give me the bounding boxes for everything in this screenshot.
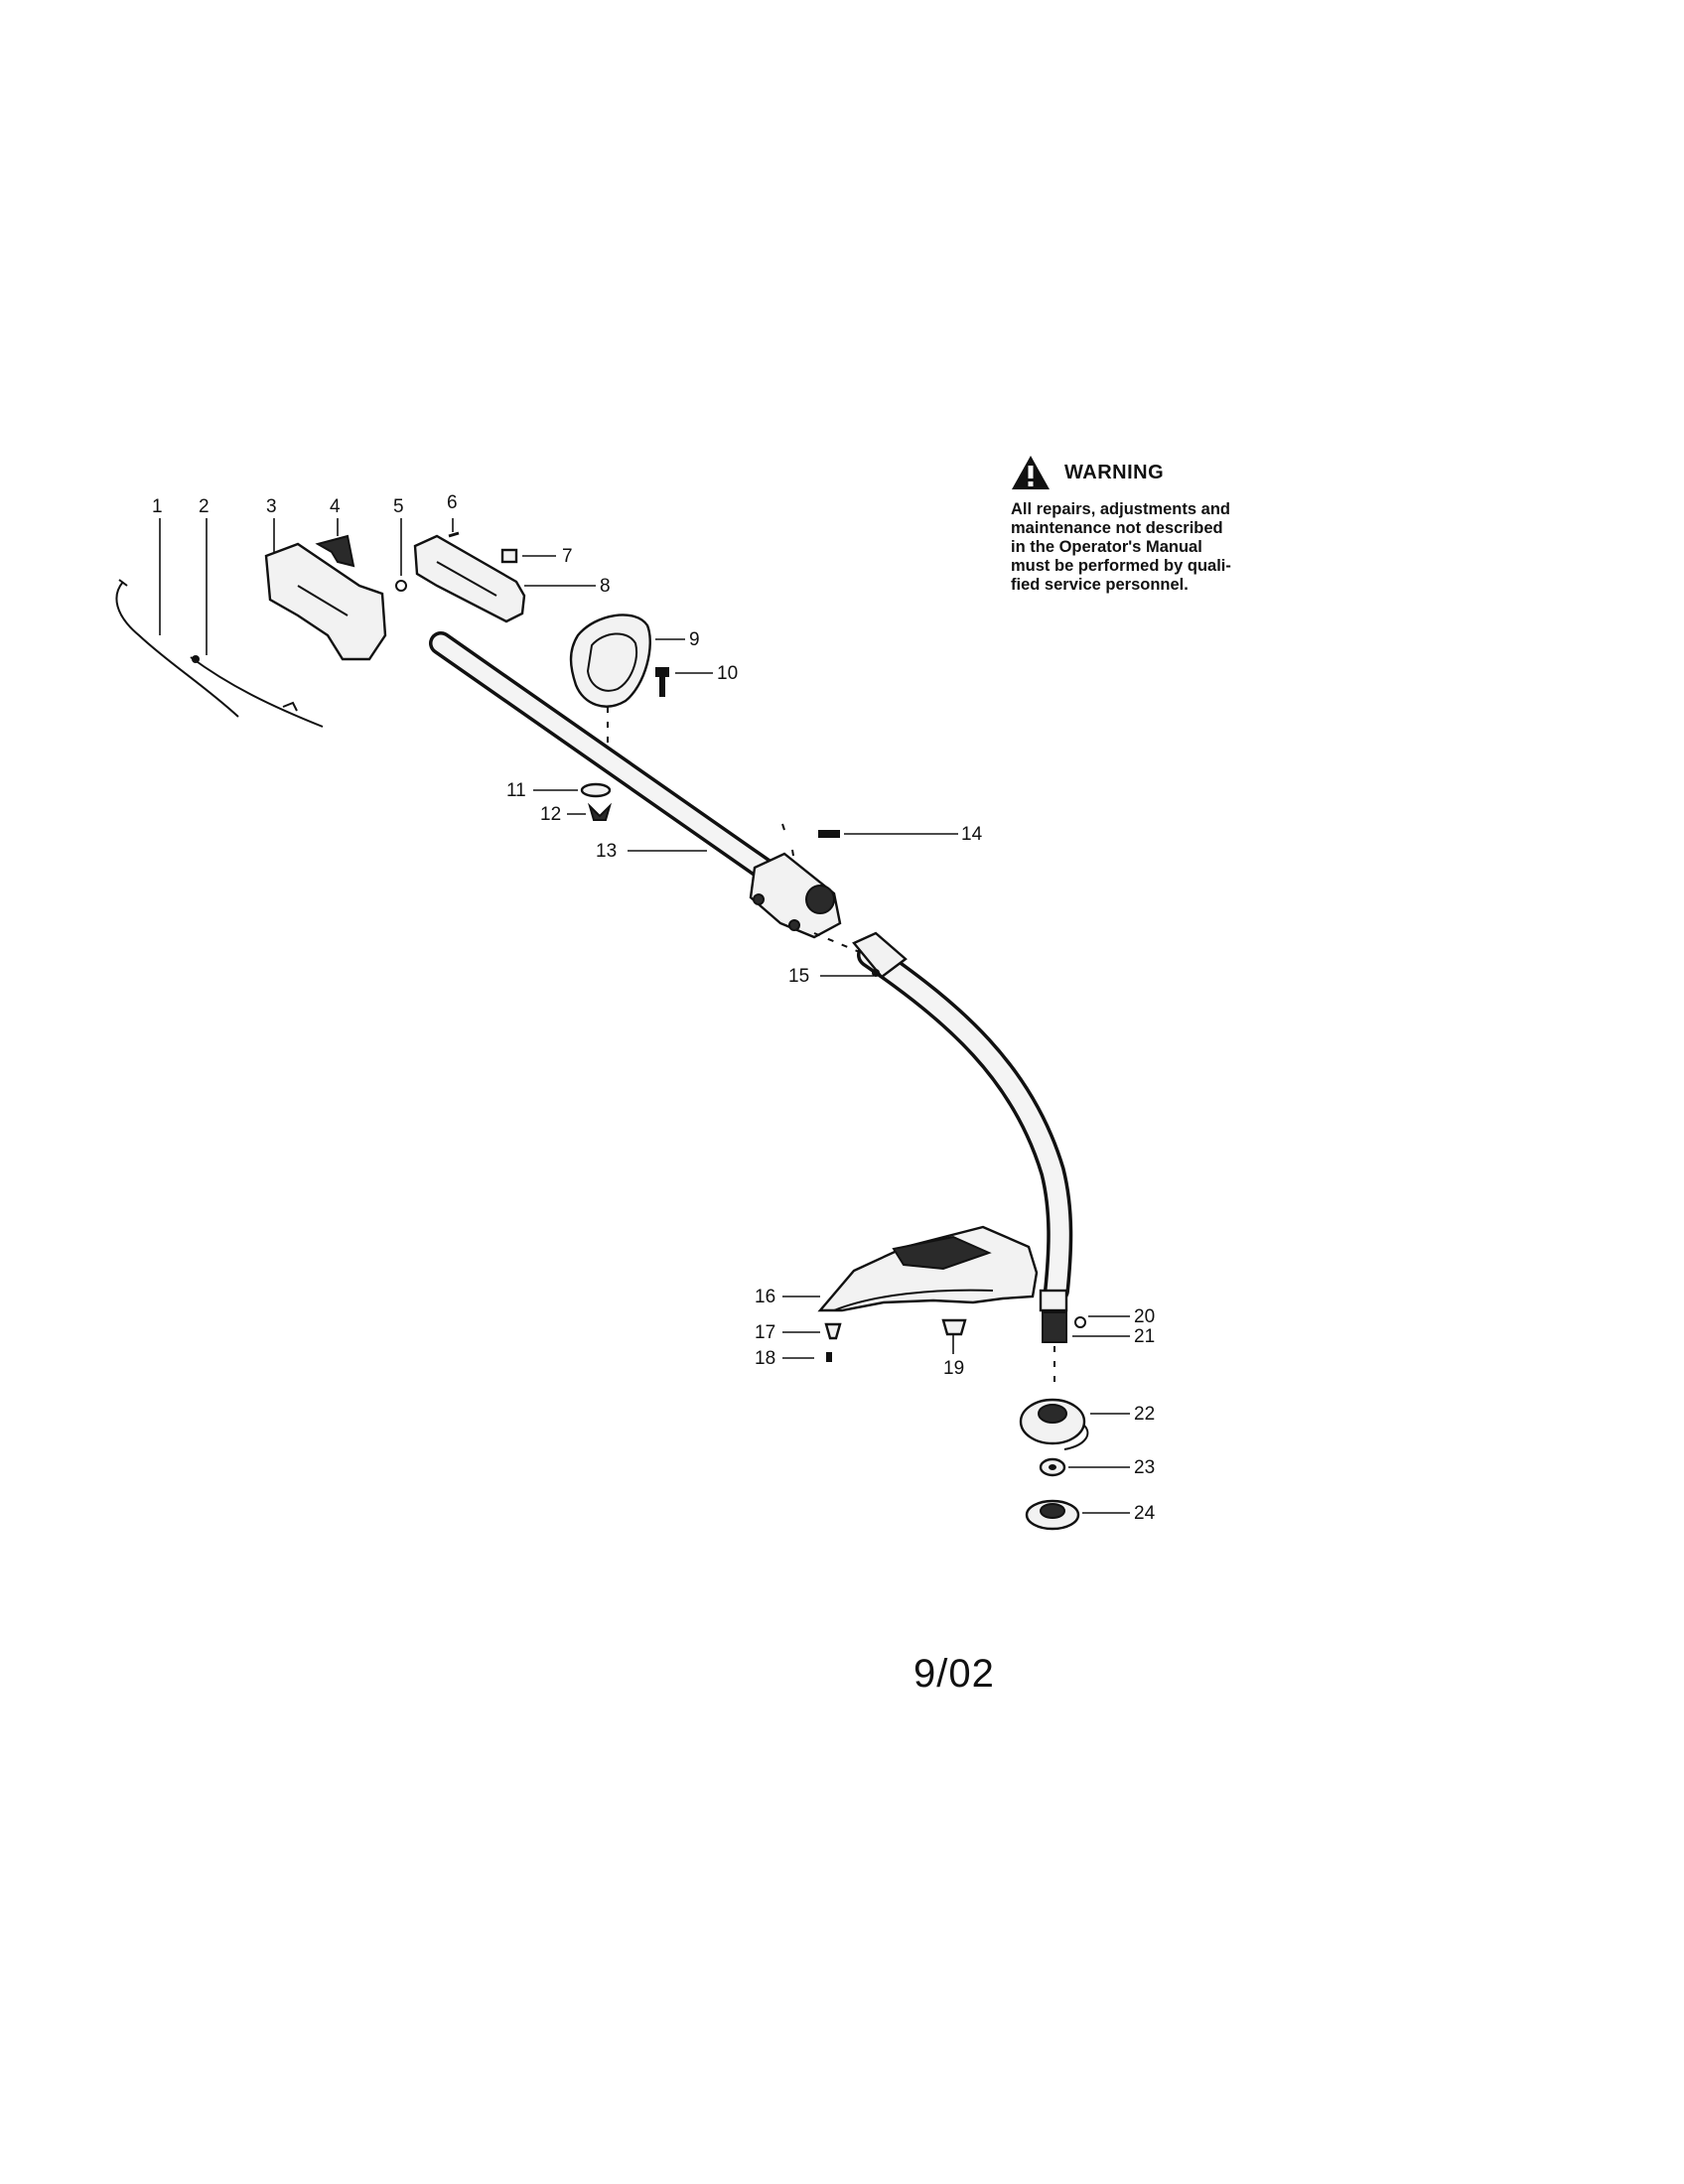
callout-2: 2: [199, 496, 210, 517]
warning-line: fied service personnel.: [1011, 576, 1189, 594]
callout-23: 23: [1134, 1457, 1155, 1478]
callout-4: 4: [330, 496, 341, 517]
callout-8: 8: [600, 576, 611, 597]
warning-title: WARNING: [1064, 461, 1165, 483]
callout-1: 1: [152, 496, 163, 517]
part-5-spring: [395, 518, 407, 592]
part-11-clip: [533, 782, 612, 798]
part-8-handle-housing: [413, 534, 596, 623]
part-22-spool: [1019, 1398, 1130, 1450]
part-12-wing-nut: [567, 802, 613, 821]
part-18-nut: [782, 1352, 832, 1362]
callout-16: 16: [755, 1287, 775, 1307]
warning-text: All repairs, adjustments and maintenance…: [1011, 500, 1301, 595]
callout-18: 18: [755, 1348, 775, 1369]
callout-7: 7: [562, 546, 573, 567]
callout-13: 13: [596, 841, 617, 862]
date-code: 9/02: [913, 1652, 995, 1696]
part-2-ignition-wire: [190, 518, 324, 728]
part-1-throttle-cable: [115, 518, 239, 718]
callout-12: 12: [540, 804, 561, 825]
part-14-knob-screw: [781, 823, 958, 857]
part-10-bolt: [655, 667, 713, 697]
warning-line: All repairs, adjustments and: [1011, 500, 1230, 518]
callout-3: 3: [266, 496, 277, 517]
part-7-nut: [500, 548, 556, 564]
callout-5: 5: [393, 496, 404, 517]
callout-11: 11: [506, 780, 526, 801]
part-13-upper-shaft: [429, 631, 776, 882]
part-16-guard: [782, 1225, 1039, 1312]
callout-10: 10: [717, 663, 738, 684]
callout-20: 20: [1134, 1306, 1155, 1327]
warning-notice: WARNING All repairs, adjustments and mai…: [1011, 455, 1301, 595]
callout-17: 17: [755, 1322, 775, 1343]
warning-line: maintenance not described: [1011, 519, 1223, 537]
callout-9: 9: [689, 629, 700, 650]
part-15-lower-shaft: [820, 931, 1073, 1303]
part-20-screw: [1074, 1315, 1130, 1328]
warning-line: must be performed by quali-: [1011, 557, 1231, 575]
part-9-front-handle: [569, 614, 685, 708]
part-19-bracket: [941, 1318, 967, 1354]
part-21-drive-head: [1039, 1289, 1130, 1343]
callout-22: 22: [1134, 1404, 1155, 1425]
part-17-screw: [782, 1322, 842, 1340]
callout-19: 19: [943, 1358, 964, 1379]
callout-14: 14: [961, 824, 983, 845]
part-23-washer: [1039, 1457, 1130, 1477]
part-6-screw: [448, 518, 460, 538]
warning-triangle-icon: [1012, 456, 1050, 489]
warning-line: in the Operator's Manual: [1011, 538, 1202, 556]
callout-labels: 1 2 3 4 5 6 7 8 9 10 11 12 13 14 15 16 1…: [152, 492, 1156, 1524]
warning-header: WARNING: [1011, 455, 1301, 490]
part-4-throttle-trigger: [315, 518, 355, 568]
callout-21: 21: [1134, 1326, 1155, 1347]
callout-6: 6: [447, 492, 458, 513]
part-3-rear-handle: [264, 518, 387, 661]
callout-24: 24: [1134, 1503, 1156, 1524]
callout-15: 15: [788, 966, 809, 987]
part-24-bump-knob: [1025, 1499, 1130, 1531]
shaft-coupler: [749, 852, 842, 939]
